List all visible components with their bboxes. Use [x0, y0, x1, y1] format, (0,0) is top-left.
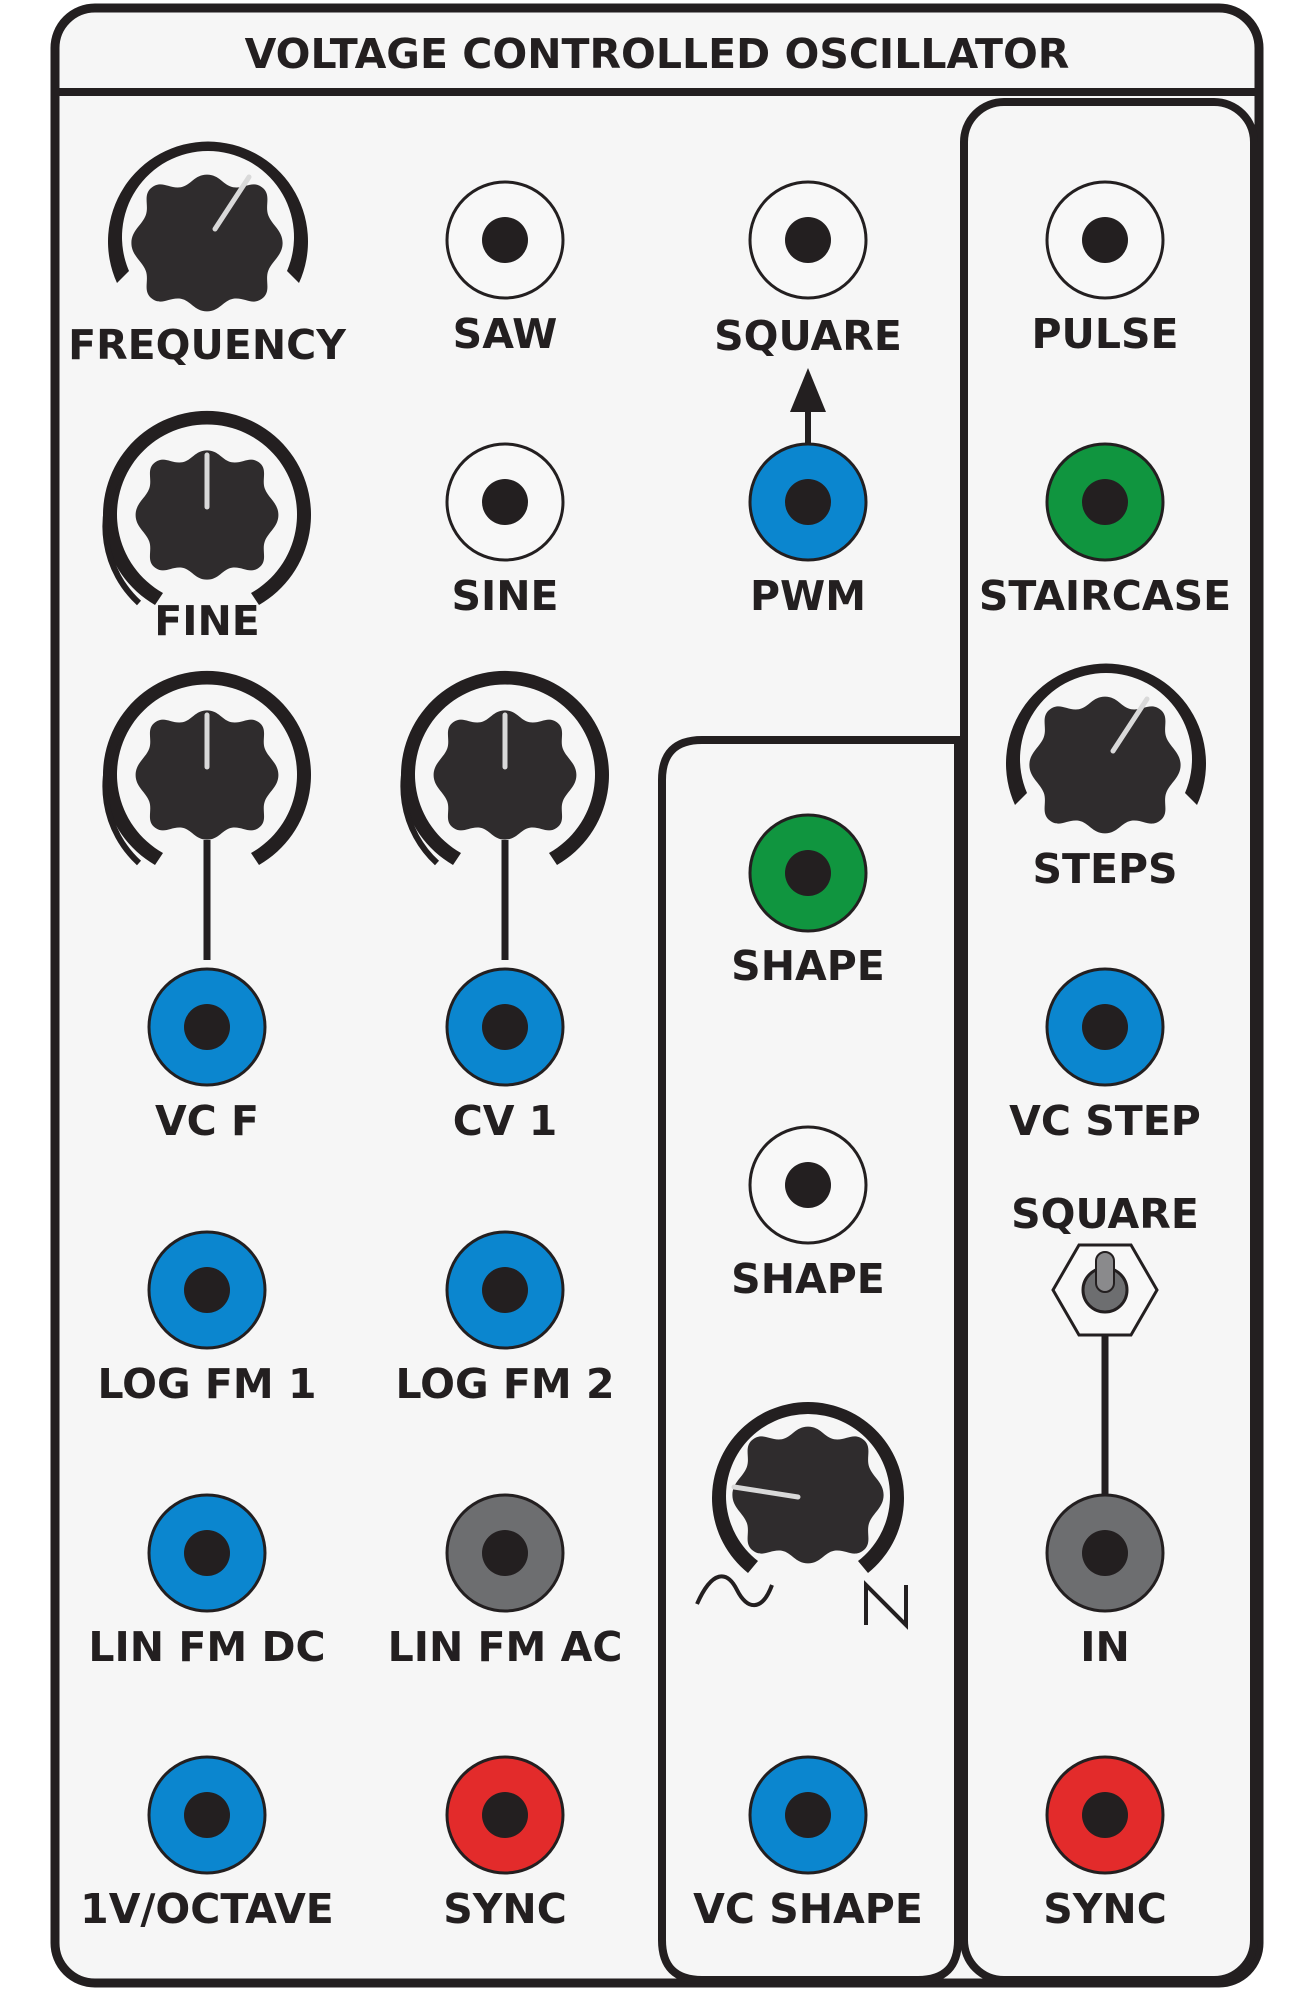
saw-label: SAW — [453, 310, 558, 358]
staircase-jack[interactable] — [1045, 442, 1165, 562]
fine-knob[interactable] — [102, 410, 311, 606]
vc-shape-label: VC SHAPE — [693, 1885, 923, 1933]
steps-label: STEPS — [1032, 845, 1177, 893]
square-switch-label: SQUARE — [1011, 1190, 1199, 1238]
in-label: IN — [1080, 1623, 1130, 1671]
sync-left-label: SYNC — [443, 1885, 567, 1933]
sine-jack[interactable] — [445, 442, 565, 562]
sync-left-jack[interactable] — [445, 1755, 565, 1875]
v-octave-label: 1V/OCTAVE — [80, 1885, 334, 1933]
shape-green-label: SHAPE — [731, 942, 885, 990]
log-fm1-jack[interactable] — [147, 1230, 267, 1350]
vc-step-label: VC STEP — [1009, 1097, 1201, 1145]
pwm-jack[interactable] — [748, 442, 868, 562]
vc-step-jack[interactable] — [1045, 967, 1165, 1087]
log-fm2-label: LOG FM 2 — [395, 1360, 614, 1408]
shape-output-white-jack[interactable] — [748, 1125, 868, 1245]
v-octave-jack[interactable] — [147, 1755, 267, 1875]
vc-shape-jack[interactable] — [748, 1755, 868, 1875]
sync-right-label: SYNC — [1043, 1885, 1167, 1933]
lin-fm-ac-label: LIN FM AC — [388, 1623, 623, 1671]
sync-right-jack[interactable] — [1045, 1755, 1165, 1875]
cv1-attenuator-knob[interactable] — [400, 670, 609, 866]
shape-output-green-jack[interactable] — [748, 813, 868, 933]
staircase-label: STAIRCASE — [979, 572, 1231, 620]
square-output-label: SQUARE — [714, 312, 902, 360]
saw-jack[interactable] — [445, 180, 565, 300]
lin-fm-ac-jack[interactable] — [445, 1493, 565, 1613]
steps-knob[interactable] — [1006, 663, 1206, 834]
shape-white-label: SHAPE — [731, 1255, 885, 1303]
vc-f-attenuator-knob[interactable] — [102, 670, 311, 866]
lin-fm-dc-label: LIN FM DC — [88, 1623, 325, 1671]
lin-fm-dc-jack[interactable] — [147, 1493, 267, 1613]
fine-label: FINE — [154, 597, 260, 645]
vc-f-jack[interactable] — [147, 967, 267, 1087]
vc-f-label: VC F — [155, 1097, 259, 1145]
pulse-label: PULSE — [1031, 310, 1178, 358]
log-fm1-label: LOG FM 1 — [97, 1360, 316, 1408]
sine-wave-icon — [695, 1574, 774, 1608]
cv1-label: CV 1 — [453, 1097, 558, 1145]
frequency-label: FREQUENCY — [68, 321, 347, 369]
square-toggle-switch[interactable] — [1051, 1243, 1159, 1337]
log-fm2-jack[interactable] — [445, 1230, 565, 1350]
square-output-jack[interactable] — [748, 180, 868, 300]
sawtooth-icon — [864, 1580, 908, 1630]
pwm-label: PWM — [750, 572, 866, 620]
panel-title: VOLTAGE CONTROLLED OSCILLATOR — [245, 30, 1070, 78]
cv1-jack[interactable] — [445, 967, 565, 1087]
wave-shape-knob[interactable] — [712, 1402, 904, 1573]
arrow-up-icon — [790, 368, 826, 412]
frequency-knob[interactable] — [107, 141, 308, 312]
sine-label: SINE — [451, 572, 558, 620]
in-jack[interactable] — [1045, 1493, 1165, 1613]
pulse-jack[interactable] — [1045, 180, 1165, 300]
